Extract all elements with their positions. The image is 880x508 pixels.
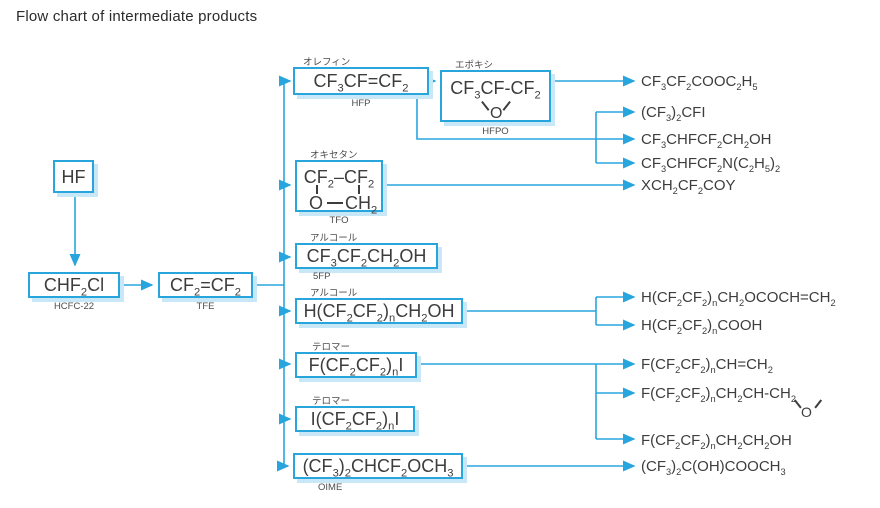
node-halcohol-formula: H(CF2CF2)nCH2OH [303,301,455,325]
node-ftelomer-category-label: テロマー [312,342,351,353]
product-text: F(CF2CF2)nCH=CH2 [641,356,773,375]
product-ring-oxygen: O [801,404,812,420]
node-hfp: CF3CF=CF2 [293,67,429,95]
node-hf-formula: HF [61,166,86,187]
product-cf3cf2cooc2h5: CF3CF2COOC2H5 [641,72,758,92]
node-oime-code-label: OIME [318,482,343,493]
product-cf32cfi: (CF3)2CFI [641,103,706,123]
edge-hfp-p3 [416,81,636,145]
node-tfo-ch2: CH2 [345,193,378,217]
node-tfo: CF2–CF2 O CH2 [295,160,383,217]
node-oime-formula: (CF3)2CHCF2OCH3 [302,456,454,480]
oxetane-bond-right [358,185,360,194]
node-hf: HF [53,160,94,193]
product-text: F(CF2CF2)nCH2CH2OH [641,432,792,451]
product-hfluoro-cooh: H(CF2CF2)nCOOH [641,316,763,336]
node-tfo-oxygen: O [309,193,324,213]
epoxide-bond-right [502,100,511,111]
node-5fp-category-label: アルコール [310,233,358,244]
node-halcohol-category-label: アルコール [310,288,358,299]
node-itelomer-formula: I(CF2CF2)nI [310,409,400,433]
product-text: (CF3)2CFI [641,104,706,123]
product-text: F(CF2CF2)nCH2CH-CH2 [641,385,797,404]
node-itelomer-category-label: テロマー [312,396,351,407]
node-5fp: CF3CF2CH2OH [295,243,438,269]
oxetane-bond-left [316,185,318,194]
node-5fp-formula: CF3CF2CH2OH [306,246,427,270]
product-text: CF3CHFCF2CH2OH [641,131,772,150]
page-title: Flow chart of intermediate products [16,8,258,25]
product-text: H(CF2CF2)nCH2OCOCH=CH2 [641,289,836,308]
product-text: (CF3)2C(OH)COOCH3 [641,458,786,477]
product-hfluoro-acrylate: H(CF2CF2)nCH2OCOCH=CH2 [641,288,836,308]
node-halcohol: H(CF2CF2)nCH2OH [295,298,463,324]
node-hfpo-code-label: HFPO [482,126,509,137]
node-hfp-formula: CF3CF=CF2 [313,71,409,95]
oxetane-bond-bottom [327,202,343,204]
product-text: H(CF2CF2)nCOOH [641,317,763,336]
epoxide-bond-left [481,100,490,111]
node-hfp-category-label: オレフィン [303,57,351,68]
node-oime: (CF3)2CHCF2OCH3 [293,453,463,479]
node-hfpo-category-label: エポキシ [455,60,494,71]
node-hcfc22: CHF2Cl [28,272,120,298]
product-text: XCH2CF2COY [641,177,736,196]
node-hfp-code-label: HFP [351,98,371,109]
node-ftelomer-formula: F(CF2CF2)nI [308,355,404,379]
node-tfe-formula: CF2=CF2 [170,275,241,299]
product-cf3chfcf2nc2h52: CF3CHFCF2N(C2H5)2 [641,154,781,174]
product-xch2cf2coy: XCH2CF2COY [641,176,736,196]
node-tfo-top-row: CF2–CF2 [303,167,375,191]
node-tfe-code-label: TFE [196,301,215,312]
product-cf3chfcf2ch2oh: CF3CHFCF2CH2OH [641,130,772,150]
product-ffluoro-ch2ch2oh: F(CF2CF2)nCH2CH2OH [641,431,792,451]
node-tfo-category-label: オキセタン [310,150,358,161]
node-tfo-code-label: TFO [329,215,349,226]
product-ffluoro-vinyl: F(CF2CF2)nCH=CH2 [641,355,773,375]
product-text: CF3CF2COOC2H5 [641,73,758,92]
product-cf32cohcooch3: (CF3)2C(OH)COOCH3 [641,457,786,477]
node-hfpo-ring-oxygen: O [490,105,503,122]
product-text: CF3CHFCF2N(C2H5)2 [641,155,781,174]
node-hcfc22-formula: CHF2Cl [43,275,105,299]
node-hfpo: CF3CF-CF2 O [440,70,551,122]
node-itelomer: I(CF2CF2)nI [295,406,415,432]
node-tfe: CF2=CF2 [158,272,253,298]
node-ftelomer: F(CF2CF2)nI [295,352,417,378]
product-ffluoro-epoxide: F(CF2CF2)nCH2CH-CH2 O [641,384,822,419]
node-5fp-code-label: 5FP [313,271,331,282]
node-hfpo-formula: CF3CF-CF2 [450,78,541,102]
node-hcfc22-code-label: HCFC-22 [53,301,95,312]
